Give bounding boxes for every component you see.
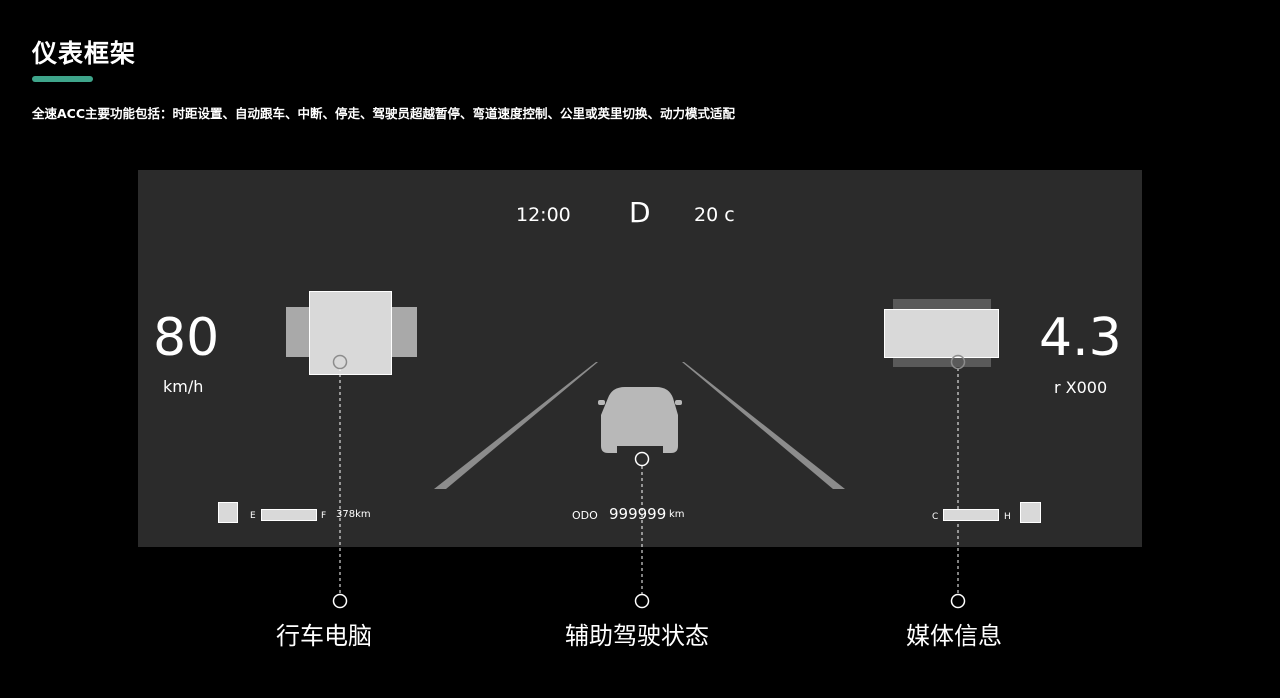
page-subtitle: 全速ACC主要功能包括：时距设置、自动跟车、中断、停走、驾驶员超越暂停、弯道速度… [32,106,736,121]
anchor-left-top [332,354,348,370]
coolant-bar [943,509,999,521]
fuel-full-label: F [321,511,327,521]
callout-media-info: 媒体信息 [906,622,1002,650]
coolant-cold-label: C [932,512,939,522]
fuel-icon [218,502,238,523]
callout-driver-assist: 辅助驾驶状态 [565,622,709,650]
title-underline [32,76,93,82]
anchor-right-bottom [950,593,966,609]
fuel-empty-label: E [250,511,256,521]
media-block [884,309,999,358]
car-icon [598,387,682,453]
temperature-readout: 20 c [694,204,735,226]
callout-trip-computer: 行车电脑 [276,622,372,650]
odometer-label: ODO [572,509,598,522]
rpm-unit: r X000 [1054,378,1108,397]
clock-readout: 12:00 [516,204,571,226]
odometer-value: 999999 [609,505,667,523]
coolant-hot-label: H [1004,512,1011,522]
anchor-center-top [634,451,650,467]
odometer-unit: km [669,509,685,520]
lane-line-left [434,362,598,489]
gear-indicator: D [629,196,651,229]
fuel-range: 378km [336,509,371,520]
page-title: 仪表框架 [32,39,137,68]
anchor-left-bottom [332,593,348,609]
anchor-right-top [950,354,966,370]
speed-unit: km/h [163,377,204,396]
lane-line-right [682,362,845,489]
coolant-icon [1020,502,1041,523]
trip-computer-block [309,291,392,375]
speed-value: 80 [153,308,220,368]
anchor-center-bottom [634,593,650,609]
rpm-value: 4.3 [1039,308,1122,368]
fuel-bar [261,509,317,521]
